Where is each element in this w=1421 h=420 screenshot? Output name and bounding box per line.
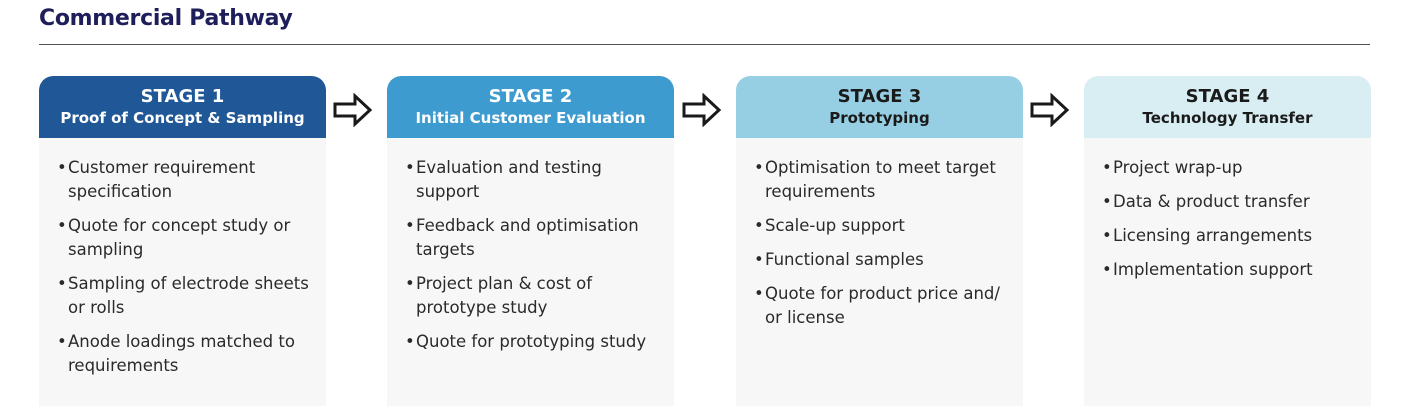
stage-3-list: Optimisation to meet target requirements… (736, 138, 1023, 330)
stage-3-item: Quote for product price and/ or license (754, 282, 1013, 330)
arrow-right-icon (682, 93, 722, 127)
stage-2-card: STAGE 2 Initial Customer Evaluation Eval… (387, 76, 674, 406)
stage-3-card: STAGE 3 Prototyping Optimisation to meet… (736, 76, 1023, 406)
stage-3-item: Scale-up support (754, 214, 1013, 238)
stage-4-name: Technology Transfer (1142, 109, 1313, 127)
stage-3-item: Functional samples (754, 248, 1013, 272)
stage-4-item: Implementation support (1102, 258, 1361, 282)
stage-2-item: Evaluation and testing support (405, 156, 664, 204)
stage-3-name: Prototyping (829, 109, 930, 127)
page-title: Commercial Pathway (39, 6, 293, 31)
stage-4-item: Data & product transfer (1102, 190, 1361, 214)
stage-3-item: Optimisation to meet target requirements (754, 156, 1013, 204)
arrow-right-icon (1030, 93, 1070, 127)
title-divider (39, 44, 1370, 45)
stage-2-name: Initial Customer Evaluation (415, 109, 646, 127)
stage-2-item: Project plan & cost of prototype study (405, 272, 664, 320)
stage-1-item: Anode loadings matched to requirements (57, 330, 316, 378)
stage-3-header: STAGE 3 Prototyping (736, 76, 1023, 138)
stage-2-header: STAGE 2 Initial Customer Evaluation (387, 76, 674, 138)
stage-4-list: Project wrap-up Data & product transfer … (1084, 138, 1371, 282)
stage-4-header: STAGE 4 Technology Transfer (1084, 76, 1371, 138)
stage-4-card: STAGE 4 Technology Transfer Project wrap… (1084, 76, 1371, 406)
stage-1-item: Quote for concept study or sampling (57, 214, 316, 262)
stage-1-card: STAGE 1 Proof of Concept & Sampling Cust… (39, 76, 326, 406)
stage-2-item: Quote for prototyping study (405, 330, 664, 354)
stage-1-name: Proof of Concept & Sampling (60, 109, 305, 127)
stage-1-number: STAGE 1 (140, 86, 225, 107)
stage-4-item: Licensing arrangements (1102, 224, 1361, 248)
stage-2-number: STAGE 2 (488, 86, 573, 107)
stage-2-item: Feedback and optimisation targets (405, 214, 664, 262)
stage-1-item: Customer requirement specification (57, 156, 316, 204)
arrow-right-icon (333, 93, 373, 127)
stage-1-header: STAGE 1 Proof of Concept & Sampling (39, 76, 326, 138)
stage-3-number: STAGE 3 (837, 86, 922, 107)
stage-1-list: Customer requirement specification Quote… (39, 138, 326, 378)
stage-2-list: Evaluation and testing support Feedback … (387, 138, 674, 354)
stage-1-item: Sampling of electrode sheets or rolls (57, 272, 316, 320)
pathway-diagram: STAGE 1 Proof of Concept & Sampling Cust… (39, 76, 1371, 406)
stage-4-item: Project wrap-up (1102, 156, 1361, 180)
stage-4-number: STAGE 4 (1185, 86, 1270, 107)
